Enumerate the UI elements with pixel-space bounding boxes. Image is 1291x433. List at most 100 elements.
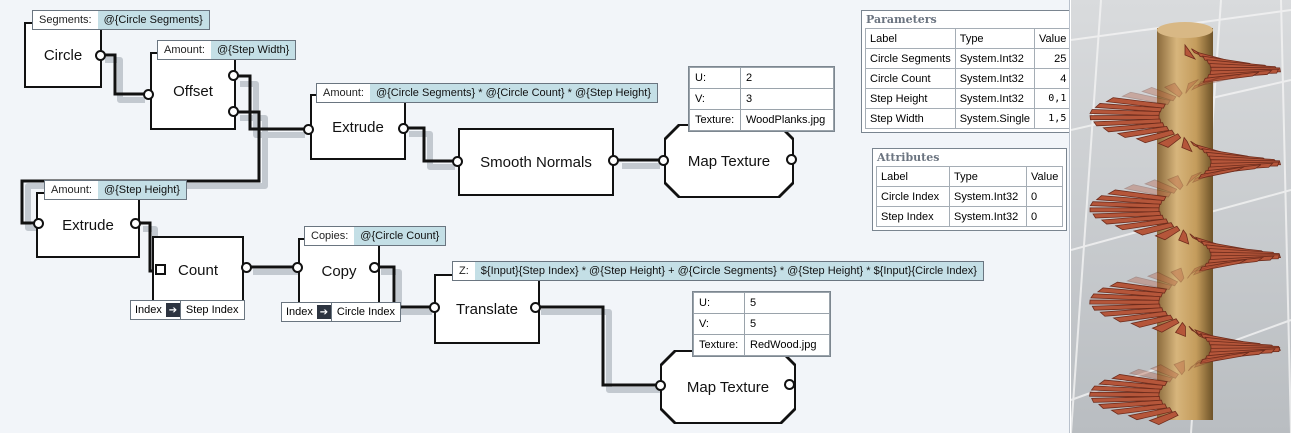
index-label: Index [135,304,162,316]
offset-node[interactable]: Offset [150,52,236,130]
table-cell[interactable]: 25 [1034,48,1069,69]
table-cell[interactable]: 0 [1025,206,1064,227]
translate-node[interactable]: Translate [434,274,540,344]
extrude2-amount-param[interactable]: Amount: @{Step Height} [44,180,187,200]
copy-output-port[interactable] [369,262,380,273]
stair-step [1198,259,1247,272]
texture-label: Texture: [689,109,741,131]
texture-label: Texture: [693,334,745,356]
table-cell[interactable]: Step Width [865,108,956,129]
table-cell[interactable]: Step Index [876,206,950,227]
offset-amount-param[interactable]: Amount: @{Step Width} [157,40,297,60]
map-texture2-input-port[interactable] [655,380,666,391]
attributes-panel: Attributes Label Type Value Circle Index… [872,148,1068,231]
extrude1-output-port[interactable] [398,123,409,134]
stair-step [1107,189,1167,202]
extrude2-input-port[interactable] [33,218,44,229]
v-label: V: [689,88,741,110]
copy-copies-param[interactable]: Copies: @{Circle Count} [304,226,447,246]
extrude-node-1[interactable]: Extrude [310,94,406,160]
map-texture1-input-port[interactable] [658,155,669,166]
table-cell[interactable]: 1,5 [1034,108,1069,129]
circle-node[interactable]: Circle [24,22,102,88]
map-texture-node-2[interactable]: Map Texture [660,350,796,424]
table-cell[interactable]: Circle Count [865,68,956,89]
table-row[interactable]: Circle Index System.Int32 0 [876,186,1064,207]
column-header: Label [876,166,950,187]
table-cell[interactable]: 0,1 [1034,88,1069,109]
texture-value[interactable]: WoodPlanks.jpg [740,109,834,131]
offset-output-port-2[interactable] [228,106,239,117]
table-cell[interactable]: System.Int32 [954,48,1036,69]
v-value[interactable]: 5 [744,313,830,335]
stair-step [1116,125,1170,138]
offset-input-port[interactable] [143,89,154,100]
copy-node[interactable]: Copy [298,238,380,304]
translate-node-label: Translate [456,300,518,318]
extrude2-output-port[interactable] [130,218,141,229]
stair-step [1148,410,1179,426]
offset-output-port-1[interactable] [228,70,239,81]
index-label: Index [286,306,313,318]
map-texture1-output-port[interactable] [786,154,797,165]
stair-step [1185,79,1199,94]
table-cell[interactable]: 4 [1034,68,1069,89]
table-row[interactable]: Step Width System.Single 1,5 [865,108,1069,129]
circle-segments-param[interactable]: Segments: @{Circle Segments} [32,10,210,30]
stair-step [1197,73,1243,87]
table-cell[interactable]: Circle Segments [865,48,956,69]
table-cell[interactable]: System.Int32 [949,206,1027,227]
count-output-port[interactable] [241,262,252,273]
param-value[interactable]: @{Circle Count} [354,227,446,245]
table-cell[interactable]: 0 [1025,186,1064,207]
table-cell[interactable]: System.Single [954,108,1036,129]
stair-step [1181,136,1193,153]
map-texture-node-1[interactable]: Map Texture [664,124,794,198]
stair-step [1174,321,1186,338]
translate-z-param[interactable]: Z: ${Input}{Step Index} * @{Step Height}… [452,261,984,281]
texture-value[interactable]: RedWood.jpg [744,334,830,356]
param-value[interactable]: @{Circle Segments} * @{Circle Count} * @… [369,84,657,102]
stair-step [1146,271,1179,287]
map-texture1-params[interactable]: U:2 V:3 Texture:WoodPlanks.jpg [688,66,835,132]
node-graph-canvas[interactable]: Circle Segments: @{Circle Segments} Offs… [0,0,1070,433]
smooth-normals-node[interactable]: Smooth Normals [458,128,614,196]
translate-output-port[interactable] [530,302,541,313]
smooth-normals-input-port[interactable] [452,156,463,167]
smooth-normals-output-port[interactable] [608,155,619,166]
index-target[interactable]: Circle Index [330,303,400,321]
table-header-row: Label Type Value [876,166,1064,187]
extrude-node-2[interactable]: Extrude [36,192,140,258]
map-texture2-params[interactable]: U:5 V:5 Texture:RedWood.jpg [692,291,831,357]
column-header: Label [865,28,956,49]
table-row[interactable]: Step Height System.Int32 0,1 [865,88,1069,109]
param-value[interactable]: @{Step Width} [210,41,296,59]
map-texture2-output-port[interactable] [784,379,795,390]
param-value[interactable]: ${Input}{Step Index} * @{Step Height} + … [474,262,983,280]
table-cell[interactable]: System.Int32 [949,186,1027,207]
u-value[interactable]: 2 [740,67,834,89]
extrude1-input-port[interactable] [303,124,314,135]
table-row[interactable]: Circle Count System.Int32 4 [865,68,1069,89]
table-cell[interactable]: Circle Index [876,186,950,207]
count-index-mapping[interactable]: Index ➔ Step Index [130,300,245,320]
param-value[interactable]: @{Circle Segments} [97,11,209,29]
table-row[interactable]: Circle Segments System.Int32 25 [865,48,1069,69]
stair-step [1091,396,1161,403]
table-cell[interactable]: System.Int32 [954,68,1036,89]
extrude1-amount-param[interactable]: Amount: @{Circle Segments} * @{Circle Co… [316,83,658,103]
copy-input-port[interactable] [292,262,303,273]
table-row[interactable]: Step Index System.Int32 0 [876,206,1064,227]
count-input-port[interactable] [155,264,166,275]
table-cell[interactable]: System.Int32 [954,88,1036,109]
stair-step [1121,91,1171,105]
u-value[interactable]: 5 [744,292,830,314]
stair-step [1187,264,1205,279]
index-target[interactable]: Step Index [179,301,244,319]
translate-input-port[interactable] [429,302,440,313]
v-value[interactable]: 3 [740,88,834,110]
table-cell[interactable]: Step Height [865,88,956,109]
param-value[interactable]: @{Step Height} [97,181,186,199]
circle-output-port[interactable] [95,50,106,61]
copy-index-mapping[interactable]: Index ➔ Circle Index [281,302,401,322]
